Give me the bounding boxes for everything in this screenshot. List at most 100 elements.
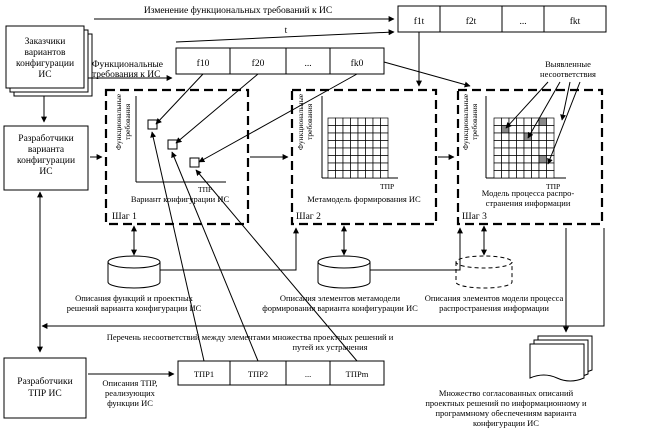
matrix-cell [523, 117, 532, 126]
matrix-cell [380, 170, 389, 179]
matrix-cell [350, 132, 359, 141]
customers-line-1: Заказчики [25, 37, 66, 47]
matrix-cell [516, 117, 525, 126]
tpr-cell-3: ... [305, 369, 311, 379]
mismatch-list-flow: Перечень несоответствий между элементами… [41, 228, 605, 352]
matrix-cell [501, 162, 510, 171]
matrix-cell [350, 125, 359, 134]
matrix-cell [493, 132, 502, 141]
matrix-cell [538, 125, 547, 134]
matrix-cell [350, 155, 359, 164]
store2-to-step3-link [370, 227, 463, 271]
matrix-cell [350, 147, 359, 156]
matrix-cell [493, 155, 502, 164]
developers-tpr-actor: Разработчики ТПР ИС [3, 357, 87, 419]
matrix-cell [501, 170, 510, 179]
matrix-cell [531, 147, 540, 156]
vector-tpr: ТПР1 ТПР2 ... ТПРm [177, 360, 385, 386]
matrix-cell [357, 117, 366, 126]
matrix-cell [508, 132, 517, 141]
matrix-cell [516, 132, 525, 141]
store-2-line-1: Описания элементов метамодели [280, 293, 401, 303]
matrix-cell [342, 132, 351, 141]
tpr-cell-1: ТПР1 [194, 369, 214, 379]
matrix-cell [508, 147, 517, 156]
matrix-cell [546, 117, 555, 126]
mismatches-annotation: Выявленные несоответствия [505, 59, 596, 165]
matrix-cell [538, 170, 547, 179]
matrix-cell [493, 125, 502, 134]
tpr-description-flow: Описания ТПР, реализующих функции ИС [88, 371, 175, 408]
matrix-cell [523, 155, 532, 164]
matrix-cell [516, 140, 525, 149]
matrix-cell [508, 117, 517, 126]
matrix-cell [380, 162, 389, 171]
matrix-cell [327, 147, 336, 156]
matrix-cell [538, 117, 547, 126]
matrix-cell [327, 117, 336, 126]
matrix-cell [365, 162, 374, 171]
matrix-cell [501, 132, 510, 141]
store-3-line-2: распространения информации [439, 303, 549, 313]
matrix-cell [493, 147, 502, 156]
step-3-caption-2: странения информации [486, 198, 571, 208]
store-1: Описания функций и проектных решений вар… [67, 255, 202, 313]
matrix-cell [357, 132, 366, 141]
matrix-cell [501, 140, 510, 149]
dev-tpr-line-2: ТПР ИС [28, 389, 62, 399]
step-1-box: Функциональные требования ТПР Вариант ко… [104, 88, 250, 226]
requirements-line-2: требования к ИС [92, 69, 161, 80]
matrix-cell [380, 147, 389, 156]
customers-line-4: ИС [38, 70, 51, 80]
ft-cell-1: f1t [414, 16, 425, 27]
matrix-cell [508, 125, 517, 134]
matrix-cell [501, 147, 510, 156]
matrix-cell [516, 170, 525, 179]
step-1-xaxis: ТПР [198, 185, 212, 194]
matrix-cell [365, 125, 374, 134]
ft-cell-4: fkt [570, 16, 581, 27]
tpr-desc-line-1: Описания ТПР, [102, 378, 157, 388]
matrix-cell [327, 125, 336, 134]
matrix-cell [516, 147, 525, 156]
matrix-cell [501, 117, 510, 126]
matrix-cell [531, 132, 540, 141]
matrix-cell [380, 132, 389, 141]
matrix-cell [357, 125, 366, 134]
developers-variant-actor: Разработчики варианта конфигурации ИС [3, 125, 89, 191]
step-2-caption: Метамодель формирования ИС [307, 194, 421, 204]
result-documents: Множество согласованных описаний проектн… [425, 228, 593, 428]
f0-cell-1: f10 [197, 58, 210, 69]
matrix-cell [523, 162, 532, 171]
matrix-cell [335, 140, 344, 149]
matrix-cell [365, 147, 374, 156]
step-2-matrix [327, 117, 389, 179]
time-label: t [285, 26, 288, 36]
matrix-cell [380, 155, 389, 164]
matrix-cell [531, 140, 540, 149]
vector-f0: f10 f20 ... fk0 [175, 47, 385, 75]
matrix-cell [372, 125, 381, 134]
tpr-to-step1-c [195, 169, 358, 362]
store-1-line-2: решений варианта конфигурации ИС [67, 303, 202, 313]
matrix-cell [493, 170, 502, 179]
matrix-cell [365, 117, 374, 126]
f0-cell-3: ... [304, 59, 311, 69]
step-3-matrix [493, 117, 555, 179]
f0-to-step1-b [175, 73, 259, 144]
f0-cell-2: f20 [252, 58, 265, 69]
step-1-yaxis-2: требования [123, 103, 132, 140]
matrix-cell [531, 162, 540, 171]
matrix-cell [327, 155, 336, 164]
change-flow-label: Изменение функциональных требований к ИС [144, 5, 332, 16]
matrix-cell [538, 140, 547, 149]
step-3-caption-1: Модель процесса распро- [482, 188, 575, 198]
store1-to-step2-link [160, 227, 299, 271]
matrix-cell [350, 140, 359, 149]
matrix-cell [523, 125, 532, 134]
step-2-yaxis-2: требования [305, 103, 314, 140]
ft-cell-3: ... [519, 17, 526, 27]
step-2-xaxis: ТПР [380, 182, 394, 191]
store-2-line-2: формирования варианта конфигурации ИС [262, 303, 418, 313]
